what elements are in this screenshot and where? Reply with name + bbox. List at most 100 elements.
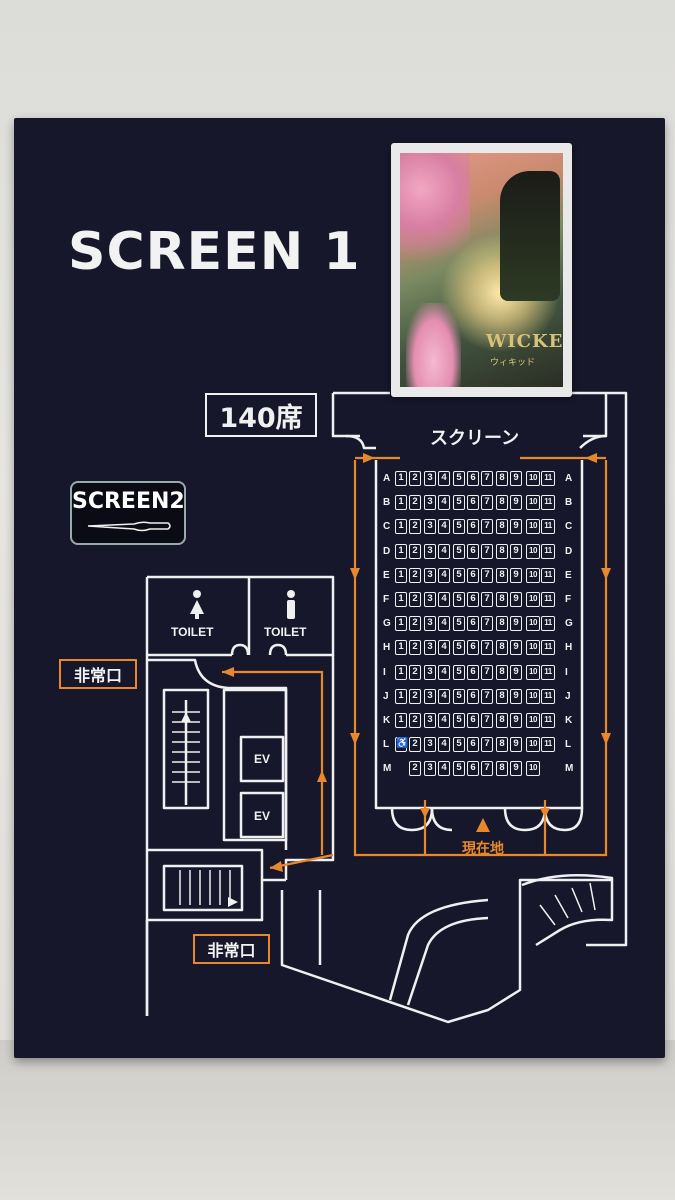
seat-D-8[interactable]: 8 xyxy=(496,544,508,559)
seat-A-11[interactable]: 11 xyxy=(541,471,555,486)
seat-I-5[interactable]: 5 xyxy=(453,665,465,680)
seat-L-1[interactable]: ♿ xyxy=(395,737,408,752)
seat-G-10[interactable]: 10 xyxy=(526,616,540,631)
seat-M-2[interactable]: 2 xyxy=(409,761,421,776)
seat-E-3[interactable]: 3 xyxy=(424,568,436,583)
seat-I-2[interactable]: 2 xyxy=(409,665,421,680)
seat-H-3[interactable]: 3 xyxy=(424,640,436,655)
seat-A-7[interactable]: 7 xyxy=(481,471,493,486)
seat-F-10[interactable]: 10 xyxy=(526,592,540,607)
seat-L-8[interactable]: 8 xyxy=(496,737,508,752)
seat-D-10[interactable]: 10 xyxy=(526,544,540,559)
seat-F-9[interactable]: 9 xyxy=(510,592,522,607)
seat-M-3[interactable]: 3 xyxy=(424,761,436,776)
seat-L-4[interactable]: 4 xyxy=(438,737,450,752)
seat-B-9[interactable]: 9 xyxy=(510,495,522,510)
seat-A-4[interactable]: 4 xyxy=(438,471,450,486)
seat-E-11[interactable]: 11 xyxy=(541,568,555,583)
seat-F-2[interactable]: 2 xyxy=(409,592,421,607)
seat-J-6[interactable]: 6 xyxy=(467,689,479,704)
seat-F-3[interactable]: 3 xyxy=(424,592,436,607)
seat-A-5[interactable]: 5 xyxy=(453,471,465,486)
seat-I-3[interactable]: 3 xyxy=(424,665,436,680)
seat-H-9[interactable]: 9 xyxy=(510,640,522,655)
seat-B-5[interactable]: 5 xyxy=(453,495,465,510)
seat-I-11[interactable]: 11 xyxy=(541,665,555,680)
seat-M-10[interactable]: 10 xyxy=(526,761,540,776)
seat-J-9[interactable]: 9 xyxy=(510,689,522,704)
seat-A-10[interactable]: 10 xyxy=(526,471,540,486)
seat-H-4[interactable]: 4 xyxy=(438,640,450,655)
seat-H-10[interactable]: 10 xyxy=(526,640,540,655)
seat-C-7[interactable]: 7 xyxy=(481,519,493,534)
seat-M-9[interactable]: 9 xyxy=(510,761,522,776)
seat-C-3[interactable]: 3 xyxy=(424,519,436,534)
seat-B-10[interactable]: 10 xyxy=(526,495,540,510)
seat-F-7[interactable]: 7 xyxy=(481,592,493,607)
seat-D-6[interactable]: 6 xyxy=(467,544,479,559)
seat-K-7[interactable]: 7 xyxy=(481,713,493,728)
seat-J-4[interactable]: 4 xyxy=(438,689,450,704)
seat-C-10[interactable]: 10 xyxy=(526,519,540,534)
seat-E-6[interactable]: 6 xyxy=(467,568,479,583)
seat-C-5[interactable]: 5 xyxy=(453,519,465,534)
seat-K-3[interactable]: 3 xyxy=(424,713,436,728)
seat-E-9[interactable]: 9 xyxy=(510,568,522,583)
seat-M-5[interactable]: 5 xyxy=(453,761,465,776)
seat-F-8[interactable]: 8 xyxy=(496,592,508,607)
seat-D-1[interactable]: 1 xyxy=(395,544,407,559)
seat-D-2[interactable]: 2 xyxy=(409,544,421,559)
seat-K-9[interactable]: 9 xyxy=(510,713,522,728)
seat-A-1[interactable]: 1 xyxy=(395,471,407,486)
seat-H-7[interactable]: 7 xyxy=(481,640,493,655)
seat-E-7[interactable]: 7 xyxy=(481,568,493,583)
seat-L-2[interactable]: 2 xyxy=(409,737,421,752)
seat-D-9[interactable]: 9 xyxy=(510,544,522,559)
seat-L-9[interactable]: 9 xyxy=(510,737,522,752)
seat-G-4[interactable]: 4 xyxy=(438,616,450,631)
seat-K-4[interactable]: 4 xyxy=(438,713,450,728)
seat-J-2[interactable]: 2 xyxy=(409,689,421,704)
seat-K-5[interactable]: 5 xyxy=(453,713,465,728)
seat-C-9[interactable]: 9 xyxy=(510,519,522,534)
seat-J-5[interactable]: 5 xyxy=(453,689,465,704)
seat-I-9[interactable]: 9 xyxy=(510,665,522,680)
seat-B-1[interactable]: 1 xyxy=(395,495,407,510)
seat-H-6[interactable]: 6 xyxy=(467,640,479,655)
seat-A-8[interactable]: 8 xyxy=(496,471,508,486)
seat-G-6[interactable]: 6 xyxy=(467,616,479,631)
seat-B-2[interactable]: 2 xyxy=(409,495,421,510)
seat-K-11[interactable]: 11 xyxy=(541,713,555,728)
seat-H-1[interactable]: 1 xyxy=(395,640,407,655)
seat-C-2[interactable]: 2 xyxy=(409,519,421,534)
seat-A-3[interactable]: 3 xyxy=(424,471,436,486)
seat-I-8[interactable]: 8 xyxy=(496,665,508,680)
seat-C-1[interactable]: 1 xyxy=(395,519,407,534)
seat-K-1[interactable]: 1 xyxy=(395,713,407,728)
seat-I-1[interactable]: 1 xyxy=(395,665,407,680)
seat-A-6[interactable]: 6 xyxy=(467,471,479,486)
seat-G-5[interactable]: 5 xyxy=(453,616,465,631)
seat-L-3[interactable]: 3 xyxy=(424,737,436,752)
seat-E-5[interactable]: 5 xyxy=(453,568,465,583)
seat-D-11[interactable]: 11 xyxy=(541,544,555,559)
seat-E-10[interactable]: 10 xyxy=(526,568,540,583)
seat-D-4[interactable]: 4 xyxy=(438,544,450,559)
seat-L-6[interactable]: 6 xyxy=(467,737,479,752)
seat-I-7[interactable]: 7 xyxy=(481,665,493,680)
seat-B-8[interactable]: 8 xyxy=(496,495,508,510)
seat-J-1[interactable]: 1 xyxy=(395,689,407,704)
seat-B-3[interactable]: 3 xyxy=(424,495,436,510)
seat-F-11[interactable]: 11 xyxy=(541,592,555,607)
seat-C-6[interactable]: 6 xyxy=(467,519,479,534)
seat-J-8[interactable]: 8 xyxy=(496,689,508,704)
seat-C-8[interactable]: 8 xyxy=(496,519,508,534)
seat-I-10[interactable]: 10 xyxy=(526,665,540,680)
seat-J-3[interactable]: 3 xyxy=(424,689,436,704)
seat-G-9[interactable]: 9 xyxy=(510,616,522,631)
seat-M-4[interactable]: 4 xyxy=(438,761,450,776)
seat-I-4[interactable]: 4 xyxy=(438,665,450,680)
seat-C-4[interactable]: 4 xyxy=(438,519,450,534)
seat-D-3[interactable]: 3 xyxy=(424,544,436,559)
seat-K-10[interactable]: 10 xyxy=(526,713,540,728)
